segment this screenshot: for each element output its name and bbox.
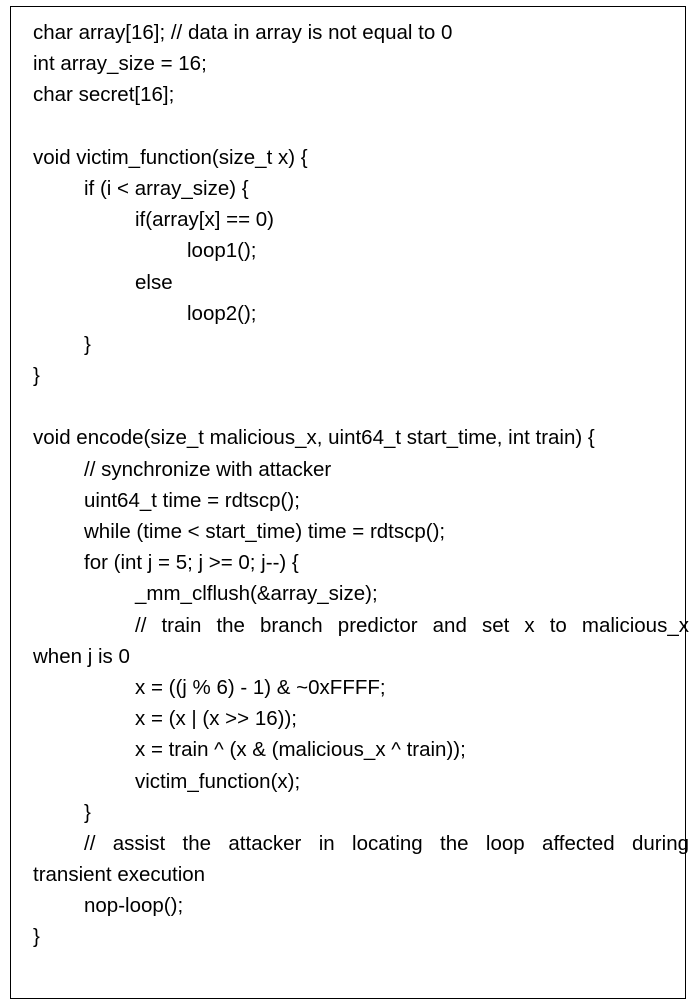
code-line-24: x = train ^ (x & (malicious_x ^ train)); [135, 738, 466, 762]
code-line-11: } [84, 332, 91, 356]
code-line-26: } [84, 800, 91, 824]
code-line-22: x = ((j % 6) - 1) & ~0xFFFF; [135, 675, 386, 699]
code-line-17: while (time < start_time) time = rdtscp(… [84, 520, 446, 543]
blank-line [33, 391, 689, 422]
code-line-3: char secret[16]; [33, 83, 175, 107]
code-line-30: } [33, 925, 40, 949]
code-line-1: char array[16]; // data in array is not … [33, 21, 453, 44]
code-line-25: victim_function(x); [135, 769, 301, 793]
blank-line [33, 111, 689, 142]
code-line-18: for (int j = 5; j >= 0; j--) { [84, 551, 299, 575]
code-listing: char array[16]; // data in array is not … [33, 17, 689, 953]
code-line-2: int array_size = 16; [33, 52, 207, 76]
code-comment-continuation: transient execution [33, 863, 206, 887]
code-line-19: _mm_clflush(&array_size); [135, 582, 378, 606]
code-line-8: loop1(); [187, 239, 257, 263]
code-comment: // assist the attacker in locating the l… [84, 831, 689, 855]
code-line-7: if(array[x] == 0) [135, 208, 274, 232]
code-comment: // synchronize with attacker [84, 457, 332, 481]
code-line-10: loop2(); [187, 301, 257, 325]
code-line-29: nop-loop(); [84, 894, 184, 918]
code-line-23: x = (x | (x >> 16)); [135, 707, 297, 731]
code-comment: // train the branch predictor and set x … [135, 613, 689, 637]
code-line-9: else [135, 270, 173, 294]
code-comment-continuation: when j is 0 [33, 644, 130, 668]
code-line-6: if (i < array_size) { [84, 176, 249, 200]
code-line-12: } [33, 364, 40, 388]
code-line-5: void victim_function(size_t x) { [33, 145, 308, 169]
code-frame: char array[16]; // data in array is not … [10, 6, 689, 999]
code-line-14: void encode(size_t malicious_x, uint64_t… [33, 426, 595, 450]
code-line-16: uint64_t time = rdtscp(); [84, 488, 300, 512]
